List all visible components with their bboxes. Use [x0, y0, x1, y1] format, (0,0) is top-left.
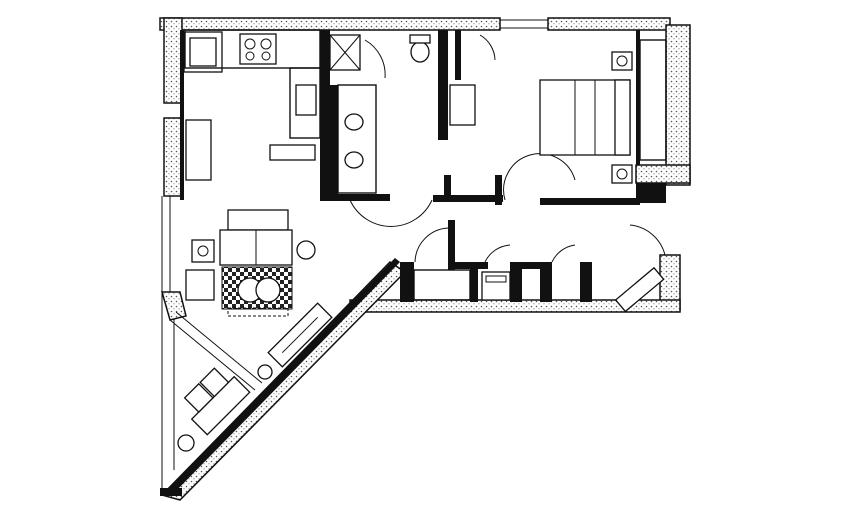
lamp-icon: [257, 364, 273, 380]
toilet-icon: [410, 41, 430, 63]
sink-icon: [344, 151, 364, 169]
nightstand: [611, 51, 633, 71]
kitchen: [183, 29, 321, 181]
dining-bench: [185, 119, 212, 181]
closet-shelf: [614, 266, 665, 313]
living-room: [177, 209, 333, 452]
closet: [639, 39, 667, 161]
bathroom: [329, 34, 476, 194]
sink-icon: [295, 84, 317, 116]
bedroom: [539, 39, 667, 184]
door-swings: [349, 34, 666, 263]
sink-icon: [344, 113, 364, 131]
storage-shelf: [413, 269, 471, 301]
lamp-icon: [616, 55, 628, 67]
exterior-walls: [159, 17, 691, 501]
utility: [413, 266, 665, 313]
closet-shelf: [449, 84, 476, 126]
lamp-icon: [616, 168, 628, 180]
stove-icon: [239, 33, 277, 65]
lamp-icon: [177, 434, 195, 452]
lamp-icon: [197, 245, 209, 257]
armchair: [185, 269, 215, 301]
washer-dryer-icon: [481, 271, 511, 301]
interior-walls: [320, 30, 592, 302]
kitchen-island: [269, 144, 316, 161]
